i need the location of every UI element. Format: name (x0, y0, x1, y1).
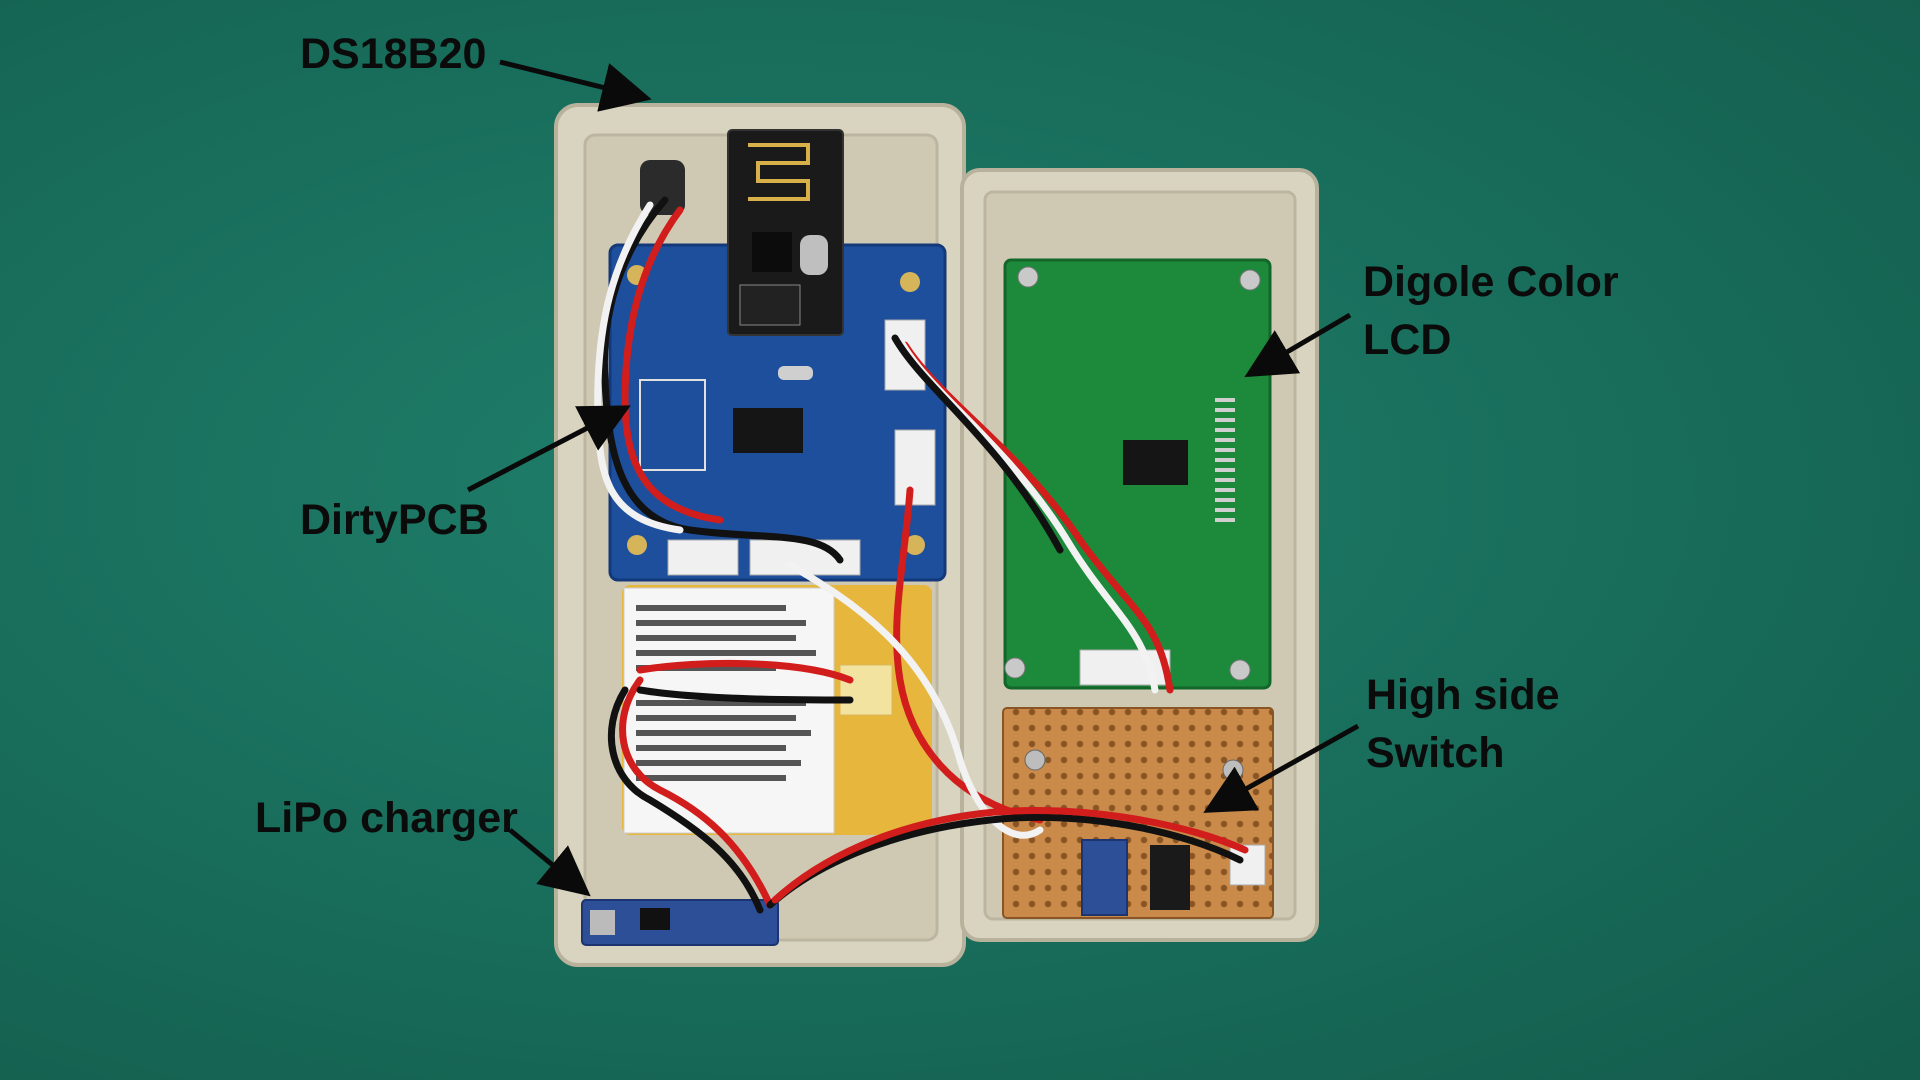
lipo-charger-module (581, 899, 779, 946)
dirtypcb-board (608, 243, 947, 582)
high-side-switch-board (1002, 707, 1274, 919)
label-highside-line2: Switch (1366, 729, 1505, 777)
ds18b20-sensor (640, 160, 685, 215)
label-ds18b20: DS18B20 (300, 30, 487, 78)
label-lipo-charger: LiPo charger (255, 794, 518, 842)
annotation-arrows (466, 59, 1360, 897)
label-highside-line1: High side (1366, 671, 1560, 719)
digole-lcd-board (1003, 258, 1272, 690)
arrow-lipo-charger (508, 828, 591, 897)
arrow-highside (1203, 723, 1360, 813)
label-dirtypcb: DirtyPCB (300, 496, 489, 544)
board-connectors (667, 319, 936, 576)
label-digole-line1: Digole Color (1363, 258, 1619, 306)
wiring (594, 196, 1249, 914)
nrf24-module (727, 129, 844, 336)
arrow-digole (1244, 312, 1352, 378)
arrow-dirtypcb (466, 405, 631, 493)
arrow-ds18b20 (499, 59, 652, 112)
label-digole-line2: LCD (1363, 316, 1452, 364)
